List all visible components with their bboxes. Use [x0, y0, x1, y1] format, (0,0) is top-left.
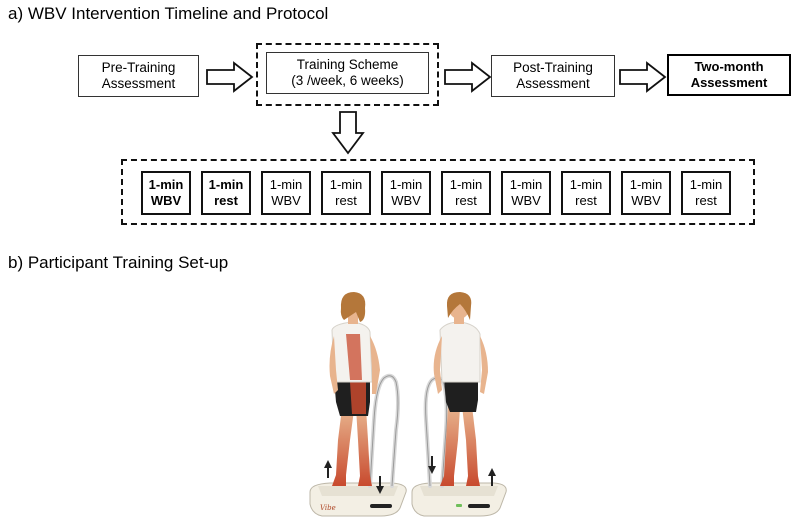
- cell-duration: 1-min: [389, 177, 423, 192]
- cell-activity: WBV: [271, 193, 301, 208]
- two-month-line1: Two-month: [694, 59, 764, 74]
- participant-setup-illustration: Vibe: [309, 292, 507, 517]
- post-training-line1: Post-Training: [513, 60, 593, 75]
- post-training-line2: Assessment: [516, 76, 590, 91]
- cell-activity: rest: [335, 193, 357, 208]
- cell-activity: WBV: [391, 193, 421, 208]
- cell-activity: rest: [214, 193, 238, 208]
- protocol-cell: 1-min rest: [201, 171, 251, 215]
- protocol-cell: 1-min rest: [681, 171, 731, 215]
- pre-training-line2: Assessment: [101, 76, 176, 91]
- training-scheme-box: Training Scheme (3 /week, 6 weeks): [266, 52, 429, 94]
- section-a-title: a) WBV Intervention Timeline and Protoco…: [8, 4, 329, 23]
- training-scheme-line2: (3 /week, 6 weeks): [291, 73, 404, 88]
- cell-duration: 1-min: [569, 177, 603, 192]
- cell-activity: rest: [575, 193, 597, 208]
- cell-activity: rest: [455, 193, 477, 208]
- protocol-cell: 1-min rest: [441, 171, 491, 215]
- protocol-cell: 1-min WBV: [381, 171, 431, 215]
- right-arrow-icon: [619, 61, 667, 93]
- protocol-cell: 1-min WBV: [621, 171, 671, 215]
- protocol-cell: 1-min rest: [561, 171, 611, 215]
- down-arrow-icon: [331, 111, 365, 155]
- two-month-box: Two-month Assessment: [667, 54, 791, 96]
- cell-duration: 1-min: [329, 177, 363, 192]
- cell-duration: 1-min: [208, 177, 244, 192]
- two-month-line2: Assessment: [690, 75, 768, 90]
- cell-duration: 1-min: [509, 177, 543, 192]
- vibration-platform-right: [411, 375, 507, 517]
- cell-activity: WBV: [511, 193, 541, 208]
- cell-duration: 1-min: [629, 177, 663, 192]
- protocol-cell: 1-min WBV: [141, 171, 191, 215]
- cell-activity: WBV: [150, 193, 182, 208]
- pre-training-line1: Pre-Training: [101, 60, 176, 75]
- protocol-cell: 1-min WBV: [501, 171, 551, 215]
- right-arrow-icon: [444, 61, 492, 93]
- training-scheme-line1: Training Scheme: [296, 57, 399, 72]
- cell-duration: 1-min: [689, 177, 723, 192]
- right-arrow-icon: [206, 61, 254, 93]
- cell-activity: rest: [695, 193, 717, 208]
- participant-figure-right: [428, 292, 496, 486]
- protocol-frame: [121, 159, 755, 225]
- participant-figure-left: [324, 292, 384, 494]
- section-b-title: b) Participant Training Set-up: [8, 253, 229, 272]
- cell-duration: 1-min: [269, 177, 303, 192]
- post-training-box: Post-Training Assessment: [491, 55, 615, 97]
- cell-activity: WBV: [631, 193, 661, 208]
- cell-duration: 1-min: [449, 177, 483, 192]
- protocol-cell: 1-min WBV: [261, 171, 311, 215]
- platform-brand-text: Vibe: [320, 504, 336, 512]
- pre-training-box: Pre-Training Assessment: [78, 55, 199, 97]
- training-scheme-frame: [256, 43, 439, 106]
- protocol-cell: 1-min rest: [321, 171, 371, 215]
- cell-duration: 1-min: [148, 177, 184, 192]
